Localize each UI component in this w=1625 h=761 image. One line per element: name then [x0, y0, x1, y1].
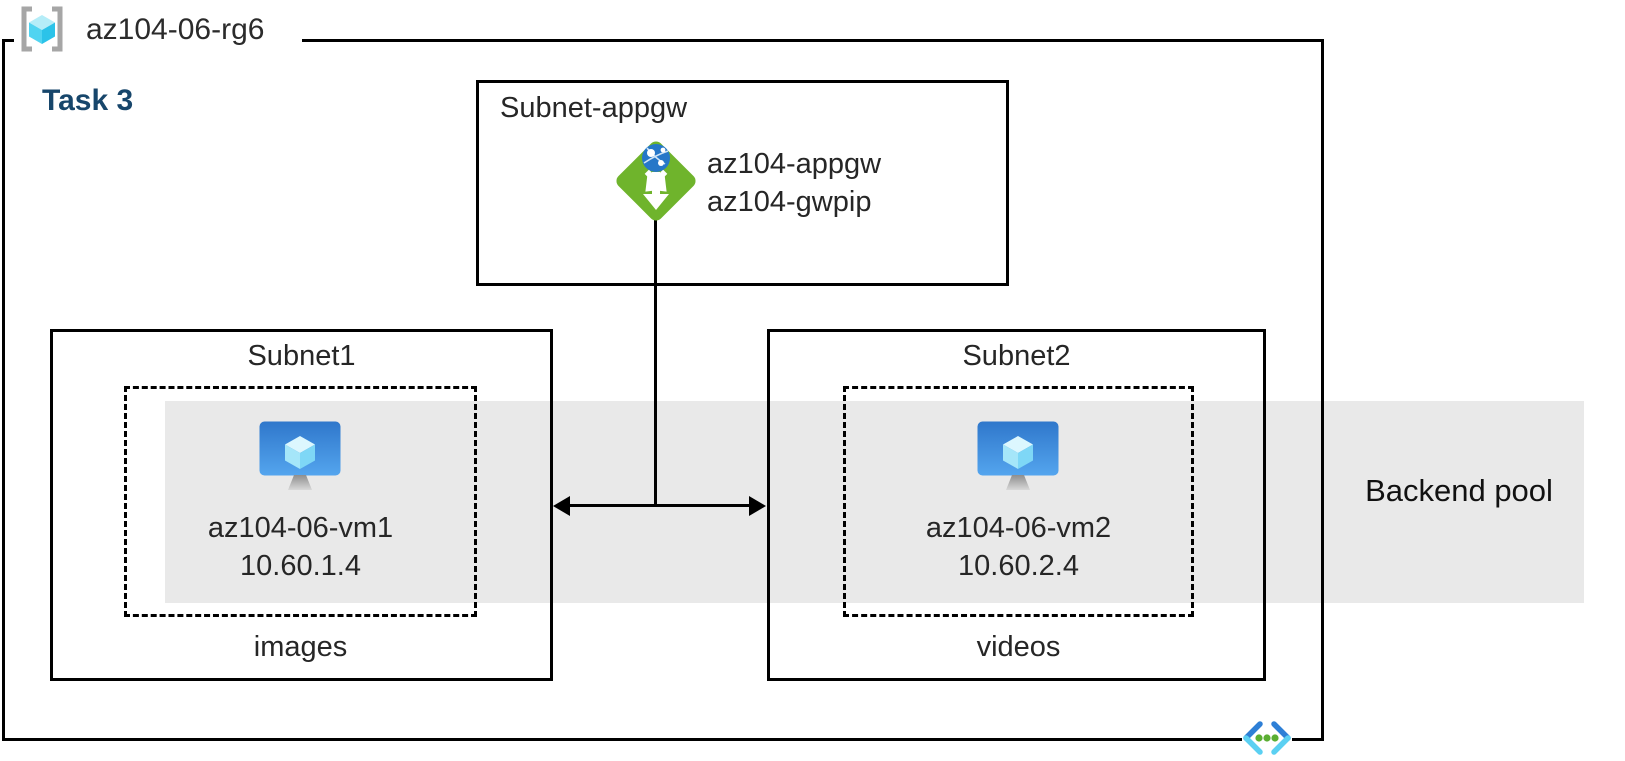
application-gateway-icon	[611, 136, 701, 231]
subnet-connector-line	[564, 504, 752, 507]
appgw-subnet-box: Subnet-appgw	[476, 80, 1009, 286]
arrowhead-right-icon	[749, 496, 766, 516]
appgw-name-label: az104-appgw	[707, 148, 882, 180]
resource-group-box	[2, 39, 1324, 741]
backend-pool-band	[165, 401, 1584, 603]
subnet1-title: Subnet1	[247, 340, 356, 372]
gwpip-name-label: az104-gwpip	[707, 186, 872, 218]
subnet2-caption: videos	[976, 631, 1061, 663]
subnet1-dashed-box	[124, 386, 477, 617]
appgw-subnet-title: Subnet-appgw	[500, 92, 688, 124]
appgw-connector-line	[654, 218, 657, 506]
task-label: Task 3	[42, 84, 134, 117]
subnet2-title: Subnet2	[962, 340, 1071, 372]
subnet1-caption: images	[253, 631, 348, 663]
resource-group-title: az104-06-rg6	[86, 13, 265, 46]
virtual-network-icon	[1238, 719, 1296, 761]
vm2-ip-label: 10.60.2.4	[958, 550, 1079, 582]
subnet1-box: Subnet1	[50, 329, 553, 681]
vm1-ip-label: 10.60.1.4	[240, 550, 361, 582]
vm2-name-label: az104-06-vm2	[925, 512, 1112, 544]
resource-group-border-gap	[14, 35, 302, 46]
vm1-name-label: az104-06-vm1	[207, 512, 394, 544]
subnet2-box: Subnet2	[767, 329, 1266, 681]
subnet2-dashed-box	[843, 386, 1194, 617]
arrowhead-left-icon	[553, 496, 570, 516]
vm1-icon	[258, 420, 342, 499]
vm2-icon	[976, 420, 1060, 499]
resource-group-icon	[17, 6, 67, 57]
backend-pool-label: Backend pool	[1365, 473, 1553, 508]
